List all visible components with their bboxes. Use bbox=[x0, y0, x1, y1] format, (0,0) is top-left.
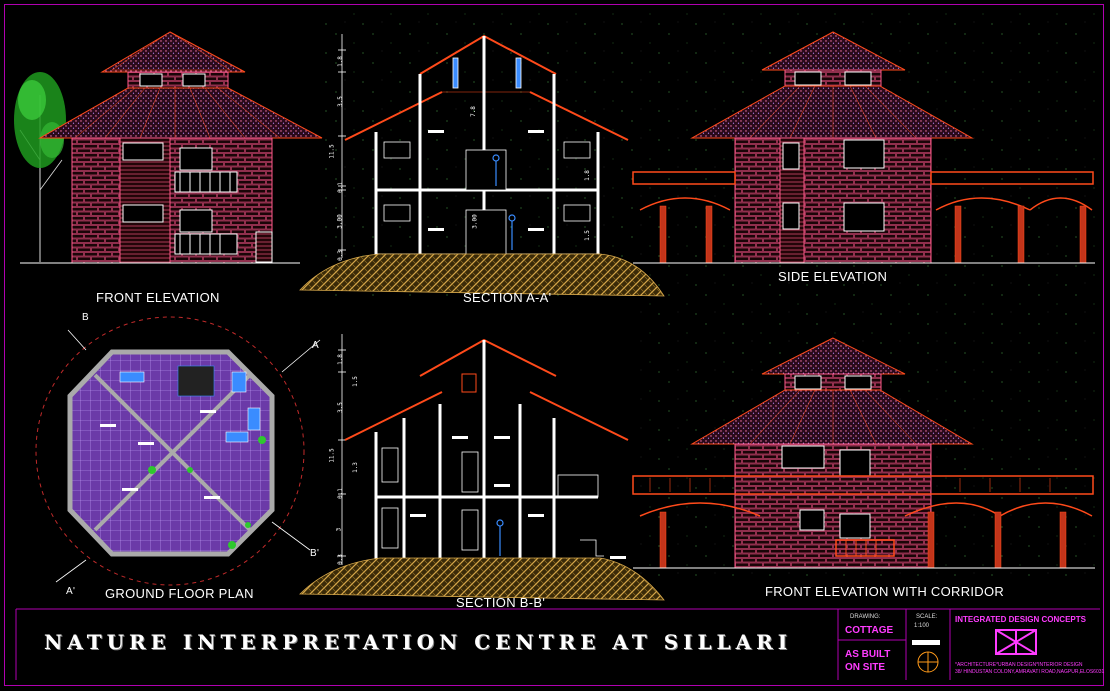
north-arrow-icon bbox=[917, 651, 939, 673]
label-section-aa: SECTION A-A' bbox=[463, 290, 552, 305]
dim-aa-2: 3.5 bbox=[336, 96, 344, 107]
dim-aa-1: 1.8 bbox=[336, 56, 344, 67]
dim-bb-2: 1.5 bbox=[351, 376, 359, 387]
drawing-frame bbox=[4, 4, 1104, 686]
dim-bb-6: 0.1 bbox=[336, 488, 344, 499]
firm-name: INTEGRATED DESIGN CONCEPTS bbox=[955, 615, 1086, 624]
dim-aa-inner-3: 1.8 bbox=[583, 170, 591, 181]
section-marker-b-prime: B' bbox=[310, 548, 320, 559]
person-icon bbox=[492, 154, 516, 250]
firm-logo-icon bbox=[995, 629, 1037, 655]
section-aa-drawing bbox=[299, 34, 665, 297]
status-line-2: ON SITE bbox=[845, 662, 886, 673]
dim-bb-1: 1.8 bbox=[336, 354, 344, 365]
front-elevation-corridor-drawing bbox=[632, 337, 1095, 569]
side-elevation-drawing bbox=[632, 31, 1095, 264]
dim-aa-4: 0.1 bbox=[336, 182, 344, 193]
title-block-frame bbox=[15, 608, 1100, 680]
dim-bb-4: 11.5 bbox=[328, 448, 336, 463]
dim-aa-inner-2: 3.00 bbox=[471, 214, 479, 229]
label-side-elevation: SIDE ELEVATION bbox=[778, 269, 888, 284]
label-ground-floor-plan: GROUND FLOOR PLAN bbox=[105, 586, 254, 601]
scale-label: SCALE: bbox=[916, 614, 938, 620]
drawing-label: DRAWING: bbox=[850, 614, 881, 620]
section-marker-b: B bbox=[82, 312, 89, 323]
front-elevation-drawing bbox=[14, 31, 323, 264]
dim-bb-3: 3.5 bbox=[336, 402, 344, 413]
dim-aa-inner-1: 7.8 bbox=[469, 106, 477, 117]
dim-aa-5: 3.00 bbox=[336, 214, 344, 229]
status-line-1: AS BUILT bbox=[845, 649, 891, 660]
person-icon-2 bbox=[496, 519, 504, 556]
label-front-elevation: FRONT ELEVATION bbox=[96, 290, 220, 305]
firm-line-2: 38/ HINDUSTAN COLONY,AMRAVATI ROAD,NAGPU… bbox=[955, 669, 1105, 675]
drawing-value: COTTAGE bbox=[845, 625, 894, 636]
project-title: NATURE INTERPRETATION CENTRE AT SILLARI bbox=[44, 630, 793, 654]
section-bb-drawing bbox=[299, 334, 665, 601]
dim-aa-3: 11.5 bbox=[328, 144, 336, 159]
section-marker-a-prime: A' bbox=[66, 586, 76, 597]
dim-aa-inner-4: 1.5 bbox=[583, 230, 591, 241]
dim-bb-8: 0.3 bbox=[336, 554, 344, 565]
ground-floor-plan-drawing bbox=[35, 316, 321, 586]
dim-bb-7: 3 bbox=[335, 527, 343, 532]
dim-bb-5: 1.3 bbox=[351, 462, 359, 473]
tree-icon bbox=[14, 72, 66, 262]
label-section-bb: SECTION B-B' bbox=[456, 595, 546, 610]
firm-line-1: *ARCHITECTURE*URBAN DESIGN*INTERIOR DESI… bbox=[955, 662, 1083, 668]
label-front-elevation-corridor: FRONT ELEVATION WITH CORRIDOR bbox=[765, 584, 1005, 599]
dim-aa-6: 0.3 bbox=[336, 250, 344, 261]
scale-bar bbox=[912, 640, 940, 645]
section-marker-a: A bbox=[312, 340, 319, 351]
scale-value: 1:100 bbox=[914, 623, 930, 629]
